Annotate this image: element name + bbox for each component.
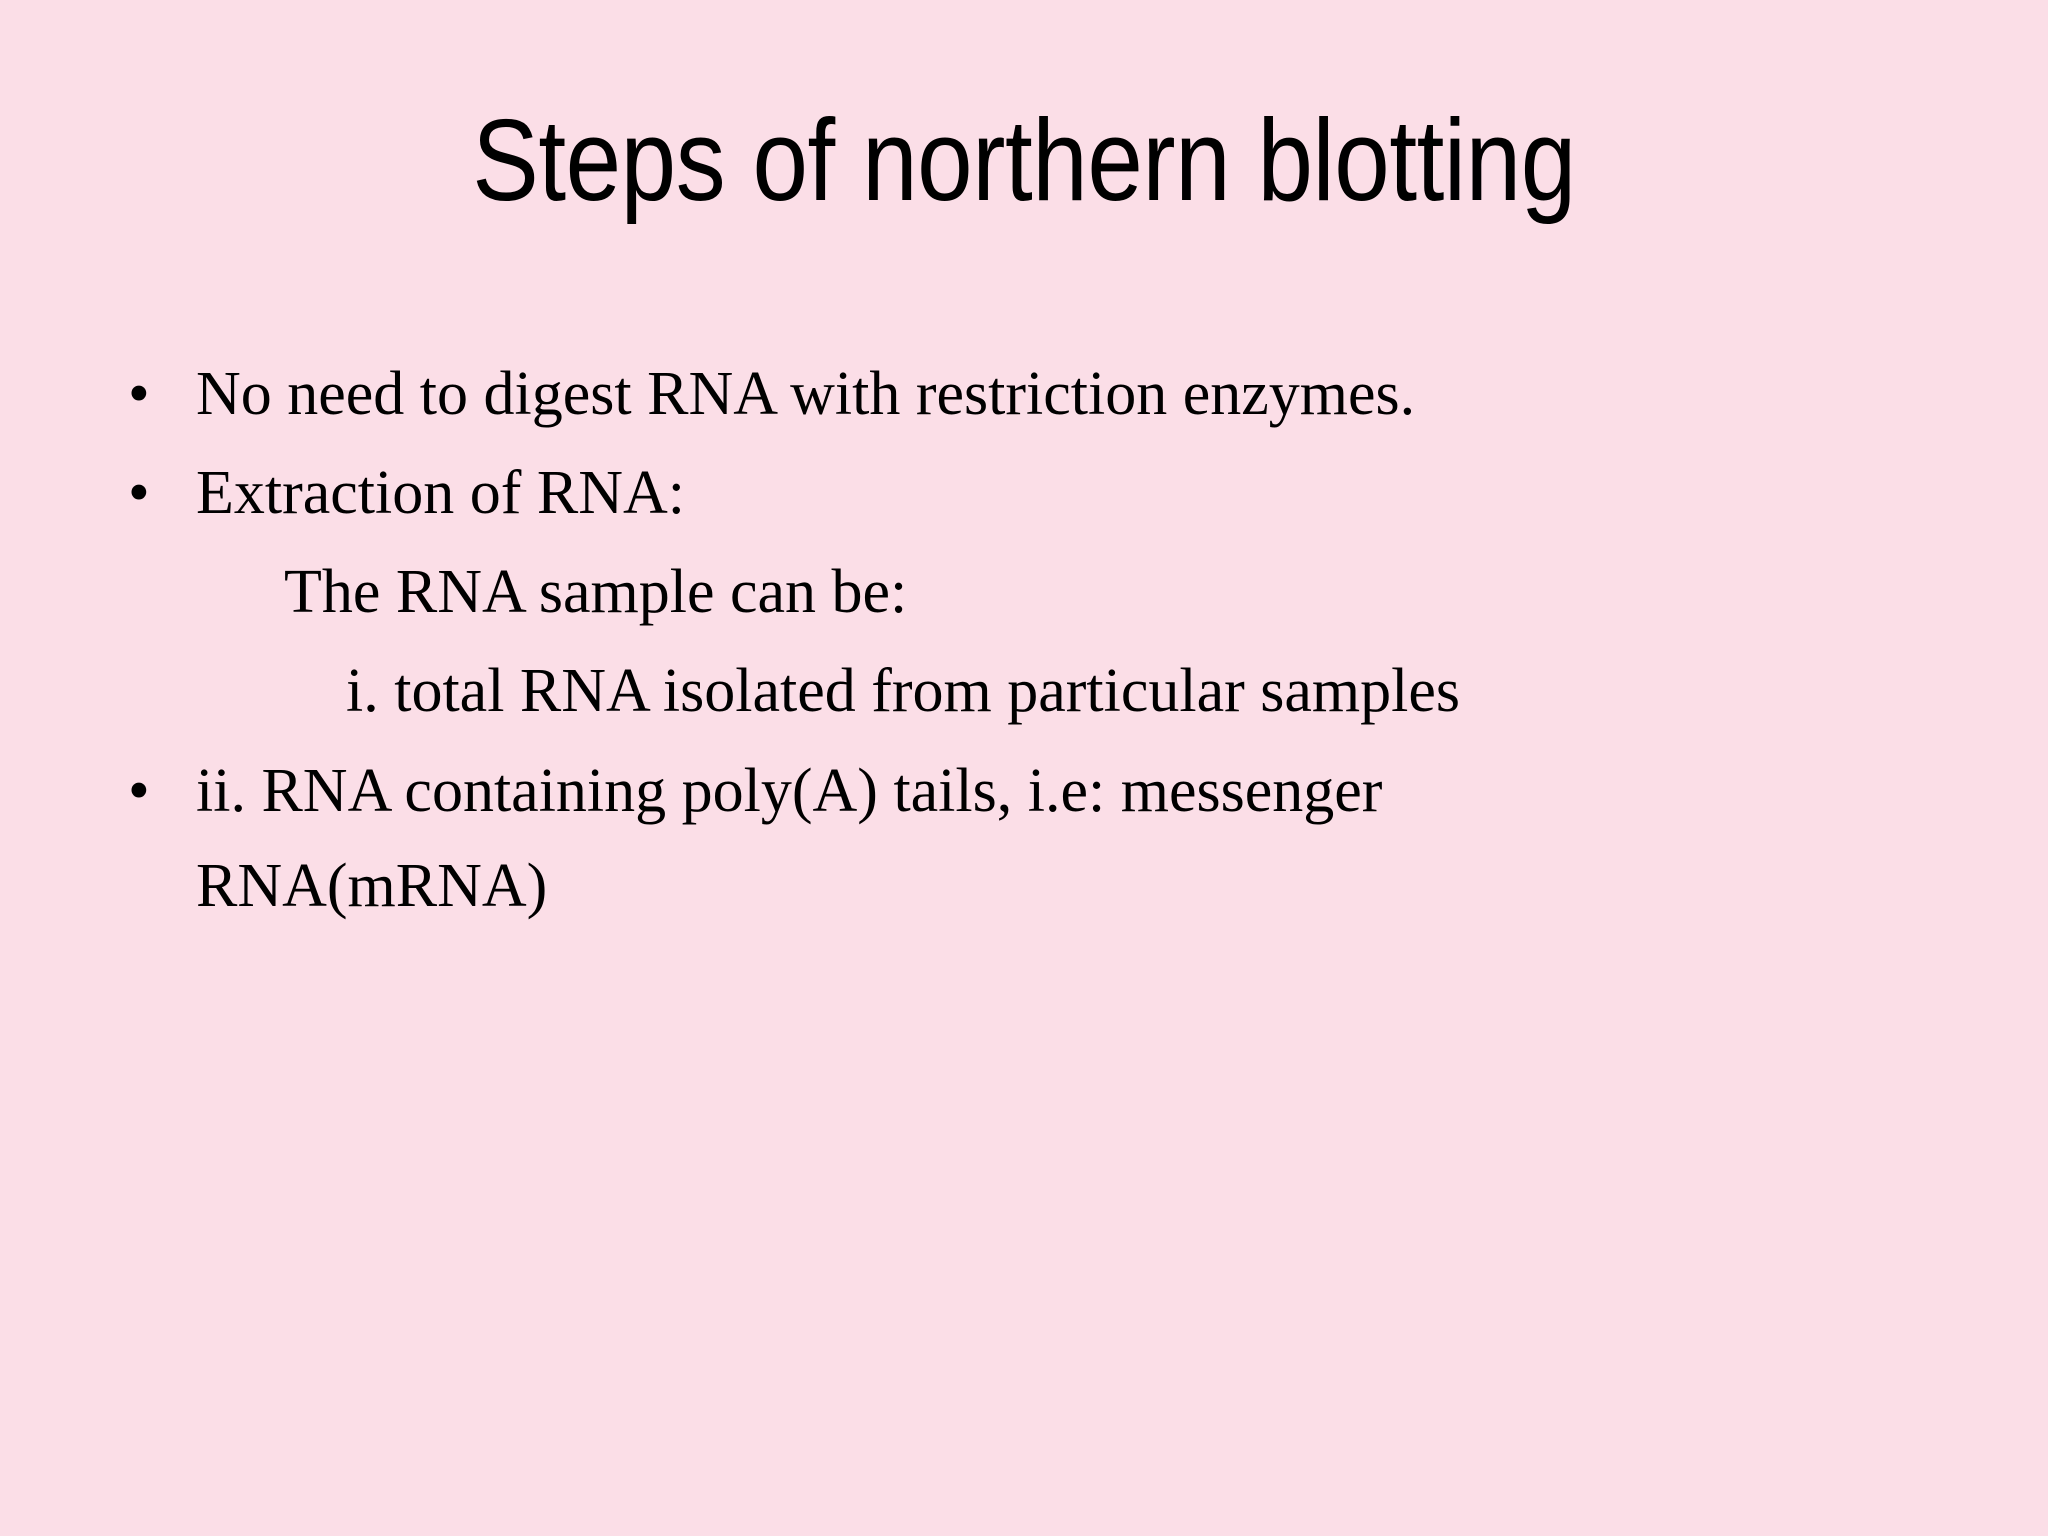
sub-line: i. total RNA isolated from particular sa… (118, 655, 1948, 728)
bullet-item: • No need to digest RNA with restriction… (118, 358, 1948, 431)
bullet-item: • ii. RNA containing poly(A) tails, i.e:… (118, 755, 1948, 828)
sub-line: The RNA sample can be: (118, 556, 1948, 629)
bullet-icon: • (128, 756, 150, 825)
bullet-item-continuation-label: RNA(mRNA) (196, 851, 548, 920)
bullet-item-label: Extraction of RNA: (196, 459, 686, 528)
sub-line-label: The RNA sample can be: (284, 558, 908, 627)
bullet-item: • Extraction of RNA: (118, 457, 1948, 530)
title-placeholder: Steps of northern blotting (128, 95, 1920, 226)
bullet-item-continuation: RNA(mRNA) (118, 850, 1948, 923)
bullet-icon: • (128, 360, 150, 428)
bullet-item-label: ii. RNA containing poly(A) tails, i.e: m… (196, 756, 1383, 825)
bullet-item-label: No need to digest RNA with restriction e… (196, 360, 1416, 428)
page-title: Steps of northern blotting (472, 95, 1576, 225)
bullet-icon: • (128, 459, 150, 528)
sub-line-label: i. total RNA isolated from particular sa… (346, 657, 1461, 726)
body-placeholder: • No need to digest RNA with restriction… (118, 358, 1948, 949)
